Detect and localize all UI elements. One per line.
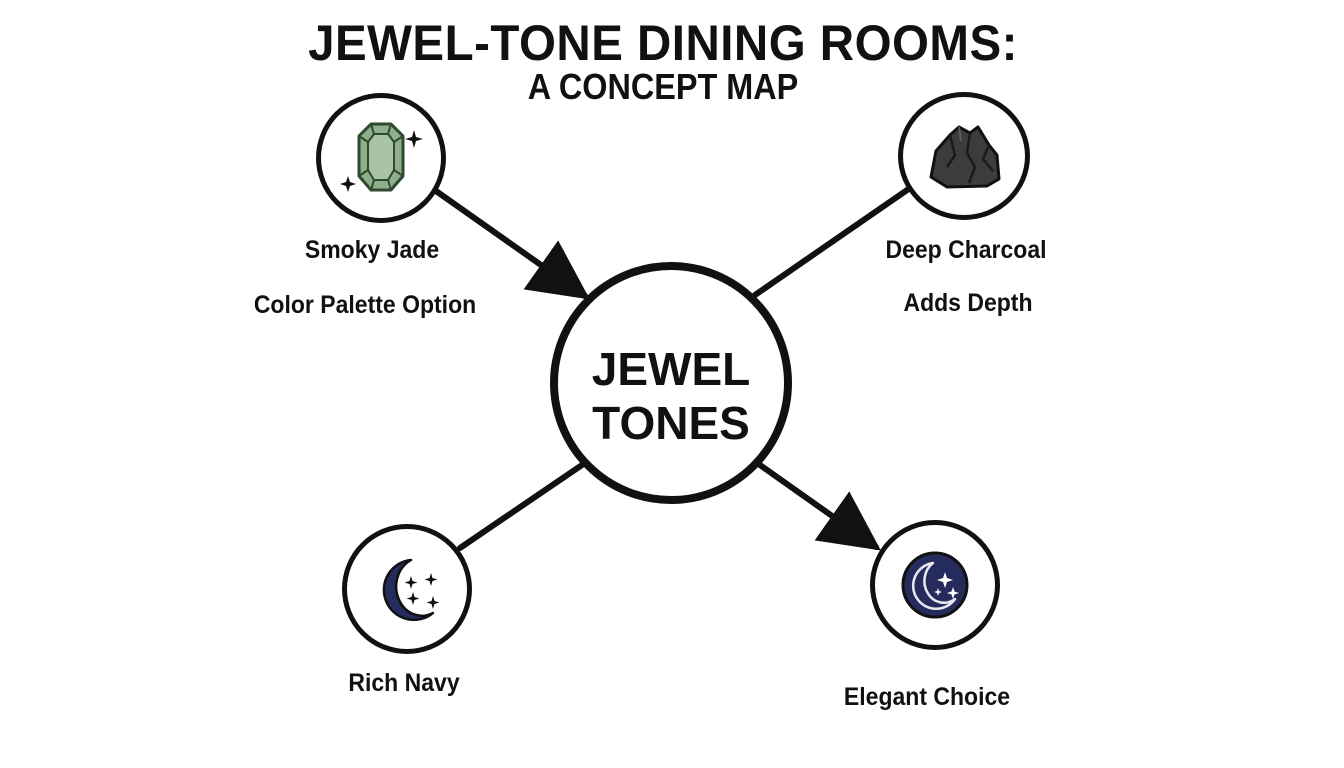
center-node-jewel-tones: JEWEL TONES <box>550 262 792 504</box>
diagram-subtitle: A CONCEPT MAP <box>527 66 799 107</box>
edge-jade-to-center <box>433 188 590 300</box>
node-deep-charcoal <box>898 92 1030 220</box>
node-smoky-jade-sublabel: Color Palette Option <box>253 291 477 319</box>
node-deep-charcoal-label: Deep Charcoal <box>885 236 1047 264</box>
edge-center-to-charcoal <box>752 185 913 298</box>
node-smoky-jade-label: Smoky Jade <box>304 236 440 264</box>
node-elegant-choice <box>870 520 1000 650</box>
node-deep-charcoal-sublabel: Adds Depth <box>903 289 1033 317</box>
center-node-label-line1: JEWEL <box>591 343 751 395</box>
node-rich-navy-label: Rich Navy <box>348 669 460 697</box>
node-elegant-choice-label: Elegant Choice <box>843 683 1011 711</box>
crescent-moon-stars-icon <box>382 558 440 622</box>
emerald-gem-icon <box>340 122 423 192</box>
node-smoky-jade <box>316 93 446 223</box>
center-node-label-line2: TONES <box>592 397 750 449</box>
diagram-title: JEWEL-TONE DINING ROOMS: <box>308 15 1018 71</box>
moon-circle-stars-icon <box>901 551 969 619</box>
charcoal-rock-icon <box>929 125 1001 189</box>
node-rich-navy <box>342 524 472 654</box>
edge-center-to-navy <box>457 462 585 551</box>
edge-center-to-elegant <box>757 462 881 551</box>
